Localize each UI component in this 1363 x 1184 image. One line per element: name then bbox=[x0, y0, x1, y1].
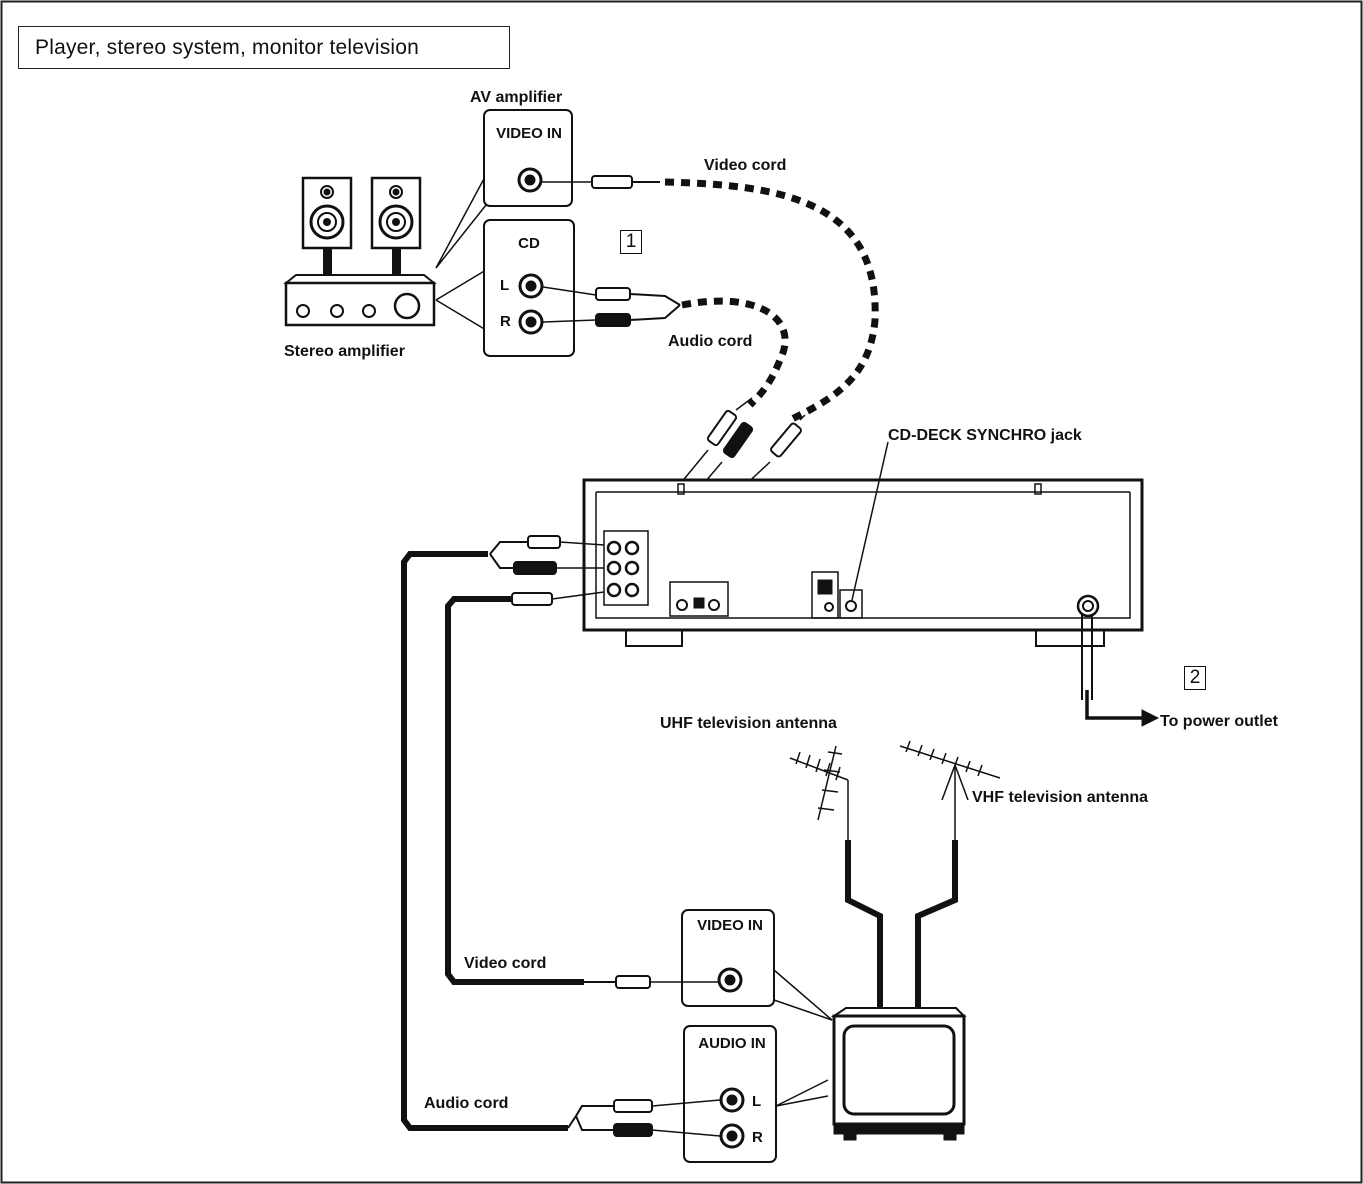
uhf-antenna-icon bbox=[789, 745, 849, 840]
uhf-antenna-label: UHF television antenna bbox=[660, 715, 837, 732]
mid-plugs bbox=[706, 409, 802, 459]
tv-audio-in-label: AUDIO IN bbox=[698, 1035, 766, 1052]
tv-video-in-label: VIDEO IN bbox=[697, 917, 763, 934]
tv-audio-r-label: R bbox=[752, 1129, 763, 1146]
cd-player-back-panel bbox=[582, 478, 1144, 647]
top-cords bbox=[542, 175, 879, 424]
av-amplifier-label: AV amplifier bbox=[470, 89, 563, 106]
tv-video-plug bbox=[584, 975, 718, 989]
television-icon bbox=[830, 1007, 967, 1141]
synchro-callout-line bbox=[851, 441, 889, 601]
video-cord-bottom-label: Video cord bbox=[464, 955, 547, 972]
av-amp-video-in-label: VIDEO IN bbox=[496, 125, 562, 142]
av-amp-cd-label: CD bbox=[518, 235, 540, 252]
to-power-outlet-label: To power outlet bbox=[1160, 713, 1278, 730]
audio-cord-top-label: Audio cord bbox=[668, 333, 753, 350]
antenna-cables bbox=[845, 840, 958, 1008]
step-2-badge: 2 bbox=[1184, 666, 1206, 690]
vhf-antenna-label: VHF television antenna bbox=[972, 789, 1149, 806]
video-cord-top-label: Video cord bbox=[704, 157, 787, 174]
av-amp-cd-l-label: L bbox=[500, 277, 510, 294]
tv-audio-l-label: L bbox=[752, 1093, 762, 1110]
tv-audio-in-panel bbox=[683, 1025, 777, 1163]
power-cord bbox=[1081, 615, 1160, 727]
tv-callout-lines bbox=[773, 969, 833, 1107]
vhf-antenna-icon bbox=[899, 740, 1001, 840]
left-cords bbox=[401, 535, 605, 1131]
step-1-badge: 1 bbox=[620, 230, 642, 254]
av-amp-cd-r-label: R bbox=[500, 313, 511, 330]
amp-callout-lines bbox=[435, 174, 487, 331]
stereo-amplifier-label: Stereo amplifier bbox=[284, 343, 405, 360]
audio-cord-bottom-label: Audio cord bbox=[424, 1095, 509, 1112]
stereo-amplifier-icon bbox=[283, 176, 437, 327]
tv-audio-plugs bbox=[567, 1099, 721, 1137]
cd-deck-synchro-label: CD-DECK SYNCHRO jack bbox=[888, 427, 1082, 444]
diagram-title: Player, stereo system, monitor televisio… bbox=[18, 26, 510, 69]
